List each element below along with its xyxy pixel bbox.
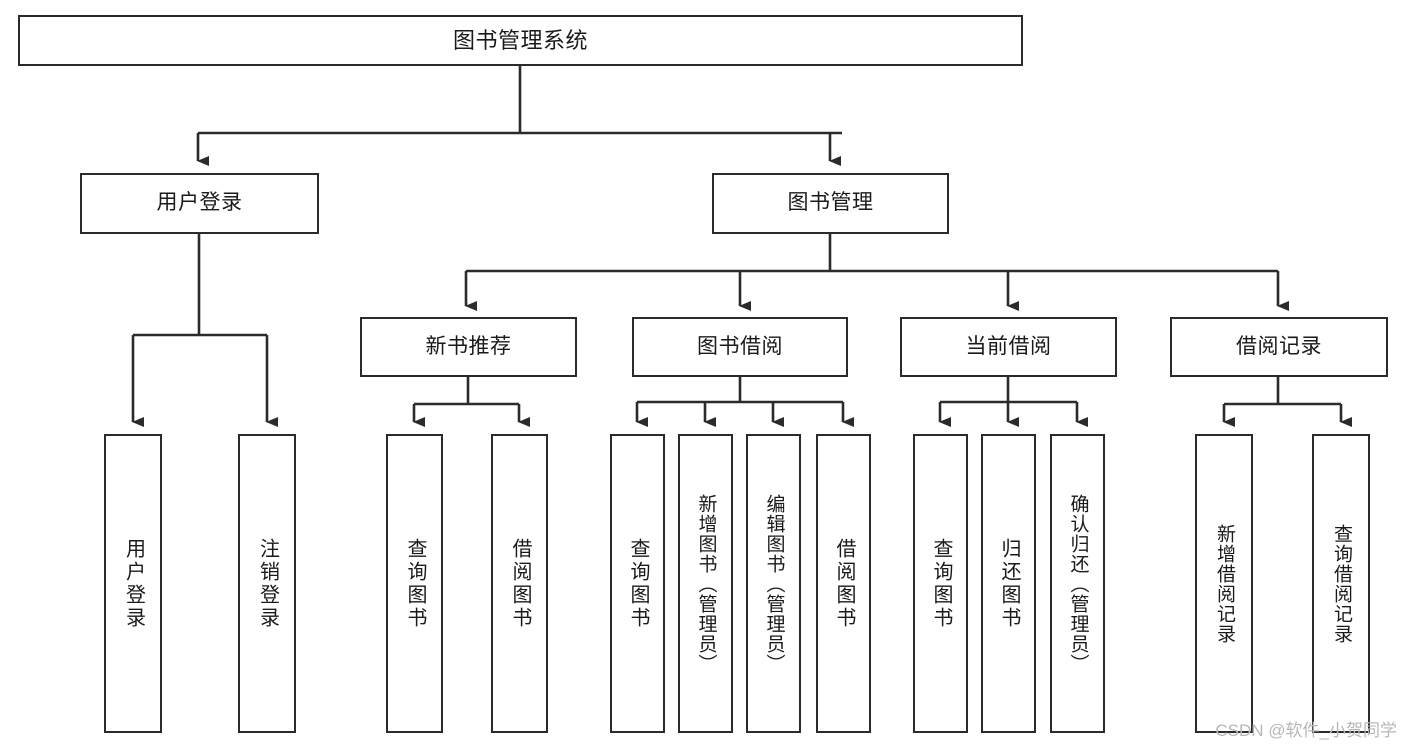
node-label: 图书管理系统: [452, 27, 588, 53]
node-label: 用户登录: [122, 537, 145, 630]
node-label: 查询图书: [404, 537, 426, 630]
node-label: 新增图书（管理员）: [695, 493, 717, 674]
leaf-book-borrow-add[interactable]: 新增图书（管理员）: [678, 434, 733, 733]
leaf-borrow-record-query[interactable]: 查询借阅记录: [1312, 434, 1370, 733]
node-label: 新增借阅记录: [1213, 523, 1235, 644]
leaf-book-borrow-borrow[interactable]: 借阅图书: [816, 434, 871, 733]
node-borrow-record[interactable]: 借阅记录: [1170, 317, 1388, 377]
leaf-current-borrow-return[interactable]: 归还图书: [981, 434, 1036, 733]
node-label: 新书推荐: [425, 334, 512, 358]
node-label: 图书借阅: [697, 334, 783, 358]
node-user-login[interactable]: 用户登录: [80, 173, 319, 234]
node-label: 注销登录: [256, 537, 279, 630]
node-label: 当前借阅: [965, 334, 1052, 358]
node-current-borrow[interactable]: 当前借阅: [900, 317, 1117, 377]
leaf-current-borrow-confirm-return[interactable]: 确认归还（管理员）: [1050, 434, 1105, 733]
leaf-new-book-query[interactable]: 查询图书: [386, 434, 443, 733]
node-label: 借阅图书: [509, 537, 531, 630]
leaf-user-login-login[interactable]: 用户登录: [104, 434, 162, 733]
node-label: 确认归还（管理员）: [1067, 493, 1089, 674]
leaf-borrow-record-add[interactable]: 新增借阅记录: [1195, 434, 1253, 733]
node-label: 借阅图书: [833, 537, 855, 630]
node-label: 查询图书: [627, 537, 649, 630]
node-book-borrow[interactable]: 图书借阅: [632, 317, 848, 377]
leaf-user-login-logout[interactable]: 注销登录: [238, 434, 296, 733]
leaf-new-book-borrow[interactable]: 借阅图书: [491, 434, 548, 733]
node-label: 查询图书: [930, 537, 952, 630]
node-label: 借阅记录: [1236, 334, 1322, 358]
leaf-book-borrow-query[interactable]: 查询图书: [610, 434, 665, 733]
node-new-book-recommend[interactable]: 新书推荐: [360, 317, 577, 377]
node-label: 查询借阅记录: [1330, 523, 1352, 644]
leaf-book-borrow-edit[interactable]: 编辑图书（管理员）: [746, 434, 801, 733]
watermark-text: CSDN @软件_小贺同学: [1215, 721, 1397, 740]
node-label: 图书管理: [787, 191, 874, 215]
leaf-current-borrow-query[interactable]: 查询图书: [913, 434, 968, 733]
node-label: 编辑图书（管理员）: [763, 493, 785, 674]
node-root-system[interactable]: 图书管理系统: [18, 15, 1023, 66]
node-book-manage[interactable]: 图书管理: [712, 173, 949, 234]
node-label: 归还图书: [998, 537, 1020, 630]
node-label: 用户登录: [156, 191, 243, 215]
